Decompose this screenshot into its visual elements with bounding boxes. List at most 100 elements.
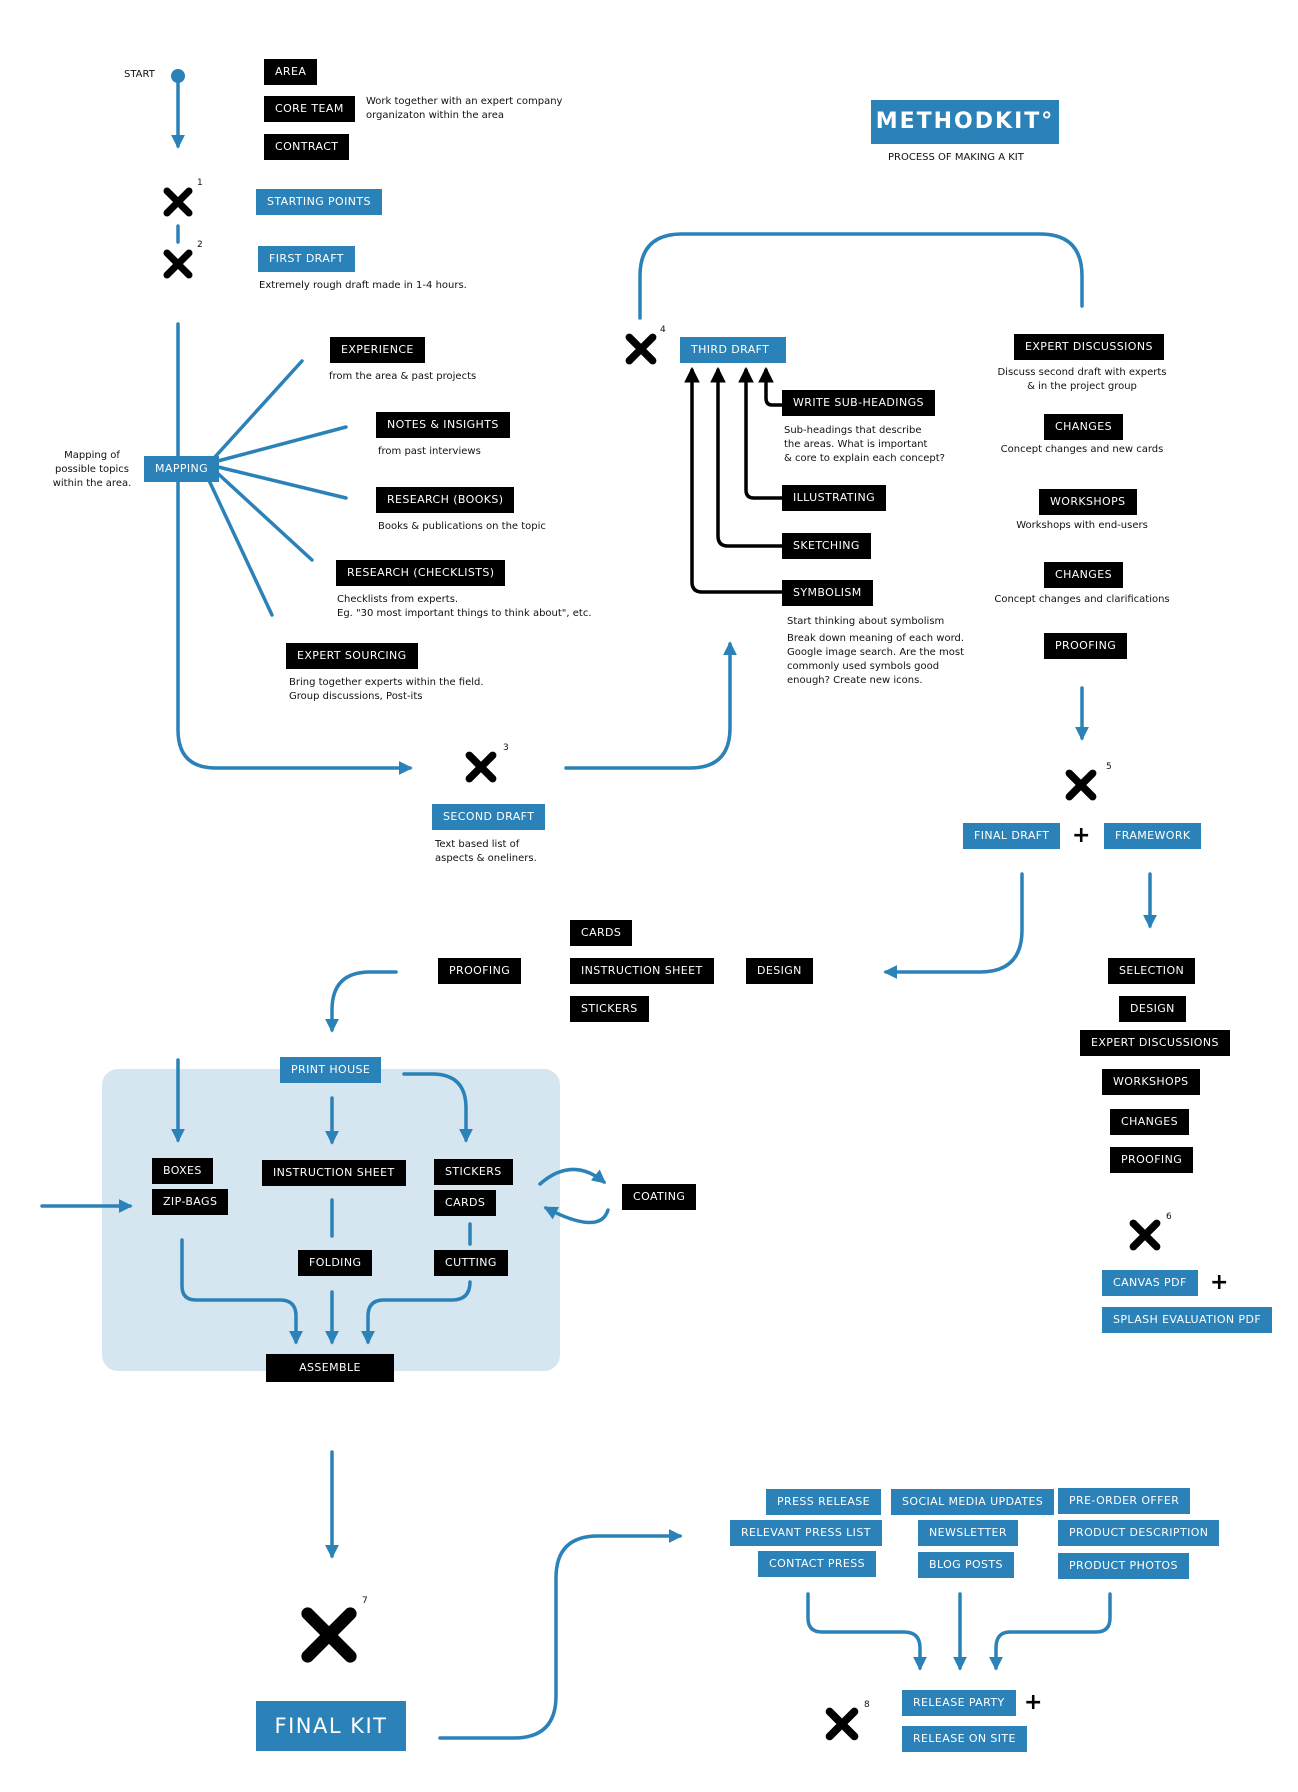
research-checklists-box: RESEARCH (CHECKLISTS) bbox=[336, 560, 506, 586]
subheadings-arrow bbox=[758, 366, 786, 407]
stickers-in-arrow bbox=[402, 1072, 473, 1143]
expert-sourcing-note: Bring together experts within the field. bbox=[289, 677, 484, 688]
workshops-box: WORKSHOPS bbox=[1039, 489, 1137, 515]
start-dot bbox=[171, 69, 185, 83]
first-draft-note: Extremely rough draft made in 1-4 hours. bbox=[259, 280, 467, 291]
release-on-site-box: RELEASE ON SITE bbox=[902, 1726, 1027, 1752]
cutting-box: CUTTING bbox=[434, 1250, 508, 1276]
symbolism-box: SYMBOLISM bbox=[782, 580, 873, 606]
stickers-box: STICKERS bbox=[570, 996, 649, 1022]
illustrating-arrow bbox=[738, 366, 786, 500]
changes-box: CHANGES bbox=[1110, 1109, 1189, 1135]
plus-icon: + bbox=[1210, 1270, 1229, 1295]
final-kit-box: FINAL KIT bbox=[256, 1701, 406, 1751]
cards-box: CARDS bbox=[434, 1190, 497, 1216]
final-draft-box: FINAL DRAFT bbox=[963, 823, 1061, 849]
selection-box: SELECTION bbox=[1108, 958, 1196, 984]
contact-press-box: CONTACT PRESS bbox=[758, 1551, 877, 1577]
expert-discussions-box: EXPERT DISCUSSIONS bbox=[1080, 1030, 1230, 1056]
mapping-stem bbox=[176, 322, 413, 775]
spoke-notes bbox=[212, 425, 348, 464]
subheadings-note: Sub-headings that describe bbox=[784, 425, 922, 436]
final-to-launch-arrow bbox=[438, 1529, 683, 1740]
bags-to-assemble-arrow bbox=[180, 1238, 303, 1345]
milestone-7-number: 7 bbox=[362, 1596, 368, 1606]
milestone-4-x-icon bbox=[625, 333, 657, 365]
notes-insights-box: NOTES & INSIGHTS bbox=[376, 412, 510, 438]
milestone-6-number: 6 bbox=[1166, 1212, 1172, 1222]
plus-icon: + bbox=[1072, 823, 1091, 848]
splash-pdf-box: SPLASH EVALUATION PDF bbox=[1102, 1307, 1273, 1333]
final-draft-to-design-arrow bbox=[883, 872, 1024, 979]
research-checklists-note: Checklists from experts. bbox=[337, 594, 459, 605]
third-draft-box: THIRD DRAFT bbox=[680, 337, 786, 363]
page-subtitle: PROCESS OF MAKING A KIT bbox=[888, 152, 1024, 163]
product-description-box: PRODUCT DESCRIPTION bbox=[1058, 1520, 1220, 1546]
second-draft-box: SECOND DRAFT bbox=[432, 804, 546, 830]
research-checklists-note: Eg. "30 most important things to think a… bbox=[337, 608, 592, 619]
milestone-2-number: 2 bbox=[197, 240, 203, 250]
expert-discussions-note: Discuss second draft with experts bbox=[997, 367, 1167, 378]
core-team-note: Work together with an expert company bbox=[366, 96, 563, 107]
experience-box: EXPERIENCE bbox=[330, 337, 425, 363]
spoke-experience bbox=[212, 359, 304, 460]
first-draft-box: FIRST DRAFT bbox=[258, 246, 355, 272]
print-house-box: PRINT HOUSE bbox=[280, 1057, 382, 1083]
milestone-5-x-icon bbox=[1065, 769, 1097, 801]
assemble-box: ASSEMBLE bbox=[266, 1354, 394, 1382]
subheadings-note: the areas. What is important bbox=[784, 439, 928, 450]
symbolism-note: Break down meaning of each word. bbox=[787, 633, 965, 644]
social-media-updates-box: SOCIAL MEDIA UPDATES bbox=[891, 1489, 1055, 1515]
changes-note: Concept changes and clarifications bbox=[994, 594, 1170, 605]
proofing-box: PROOFING bbox=[438, 958, 522, 984]
milestone-6-x-icon bbox=[1129, 1219, 1161, 1251]
proofing-box: PROOFING bbox=[1110, 1147, 1194, 1173]
illustrating-box: ILLUSTRATING bbox=[782, 485, 887, 511]
symbolism-note: Start thinking about symbolism bbox=[787, 616, 945, 627]
coating-back-arrow bbox=[543, 1206, 610, 1225]
plus-icon: + bbox=[1024, 1690, 1043, 1715]
subheadings-note: & core to explain each concept? bbox=[784, 453, 945, 464]
symbolism-note: Google image search. Are the most bbox=[787, 647, 964, 658]
third-to-expert-loop bbox=[638, 232, 1084, 320]
framework-box: FRAMEWORK bbox=[1104, 823, 1202, 849]
mapping-note: within the area. bbox=[52, 478, 132, 489]
press-merge-arrow bbox=[806, 1592, 927, 1671]
workshops-box: WORKSHOPS bbox=[1102, 1069, 1200, 1095]
coating-out-arrow bbox=[538, 1167, 607, 1186]
spoke-books bbox=[212, 464, 348, 500]
start-label: START bbox=[124, 69, 155, 80]
milestone-2-x-icon bbox=[163, 249, 193, 279]
release-party-box: RELEASE PARTY bbox=[902, 1690, 1016, 1716]
area-box: AREA bbox=[264, 59, 318, 85]
core-team-box: CORE TEAM bbox=[264, 96, 355, 122]
pre-order-offer-box: PRE-ORDER OFFER bbox=[1058, 1488, 1191, 1514]
folding-box: FOLDING bbox=[298, 1250, 373, 1276]
expert-sourcing-note: Group discussions, Post-its bbox=[289, 691, 423, 702]
milestone-4-number: 4 bbox=[660, 325, 666, 335]
spoke-sourcing bbox=[204, 472, 274, 617]
changes-box: CHANGES bbox=[1044, 414, 1123, 440]
expert-discussions-note: & in the project group bbox=[1027, 381, 1137, 392]
expert-discussions-box: EXPERT DISCUSSIONS bbox=[1014, 334, 1164, 360]
symbolism-note: commonly used symbols good bbox=[787, 661, 940, 672]
sketching-box: SKETCHING bbox=[782, 533, 871, 559]
symbolism-note: enough? Create new icons. bbox=[787, 675, 923, 686]
second-draft-note: Text based list of bbox=[435, 839, 520, 850]
instruction-sheet-box: INSTRUCTION SHEET bbox=[262, 1160, 406, 1186]
spoke-checklists bbox=[212, 468, 314, 562]
product-photos-box: PRODUCT PHOTOS bbox=[1058, 1553, 1189, 1579]
write-subheadings-box: WRITE SUB-HEADINGS bbox=[782, 390, 935, 416]
milestone-3-x-icon bbox=[465, 751, 497, 783]
mapping-note: Mapping of bbox=[64, 450, 120, 461]
stickers-box: STICKERS bbox=[434, 1159, 513, 1185]
changes-box: CHANGES bbox=[1044, 562, 1123, 588]
cutting-to-assemble-arrow bbox=[361, 1280, 472, 1345]
proofing-box: PROOFING bbox=[1044, 633, 1128, 659]
newsletter-box: NEWSLETTER bbox=[918, 1520, 1018, 1546]
instruction-sheet-box: INSTRUCTION SHEET bbox=[570, 958, 714, 984]
boxes-box: BOXES bbox=[152, 1158, 213, 1184]
research-books-note: Books & publications on the topic bbox=[378, 521, 546, 532]
milestone-8-x-icon bbox=[825, 1707, 859, 1741]
starting-points-box: STARTING POINTS bbox=[256, 189, 382, 215]
